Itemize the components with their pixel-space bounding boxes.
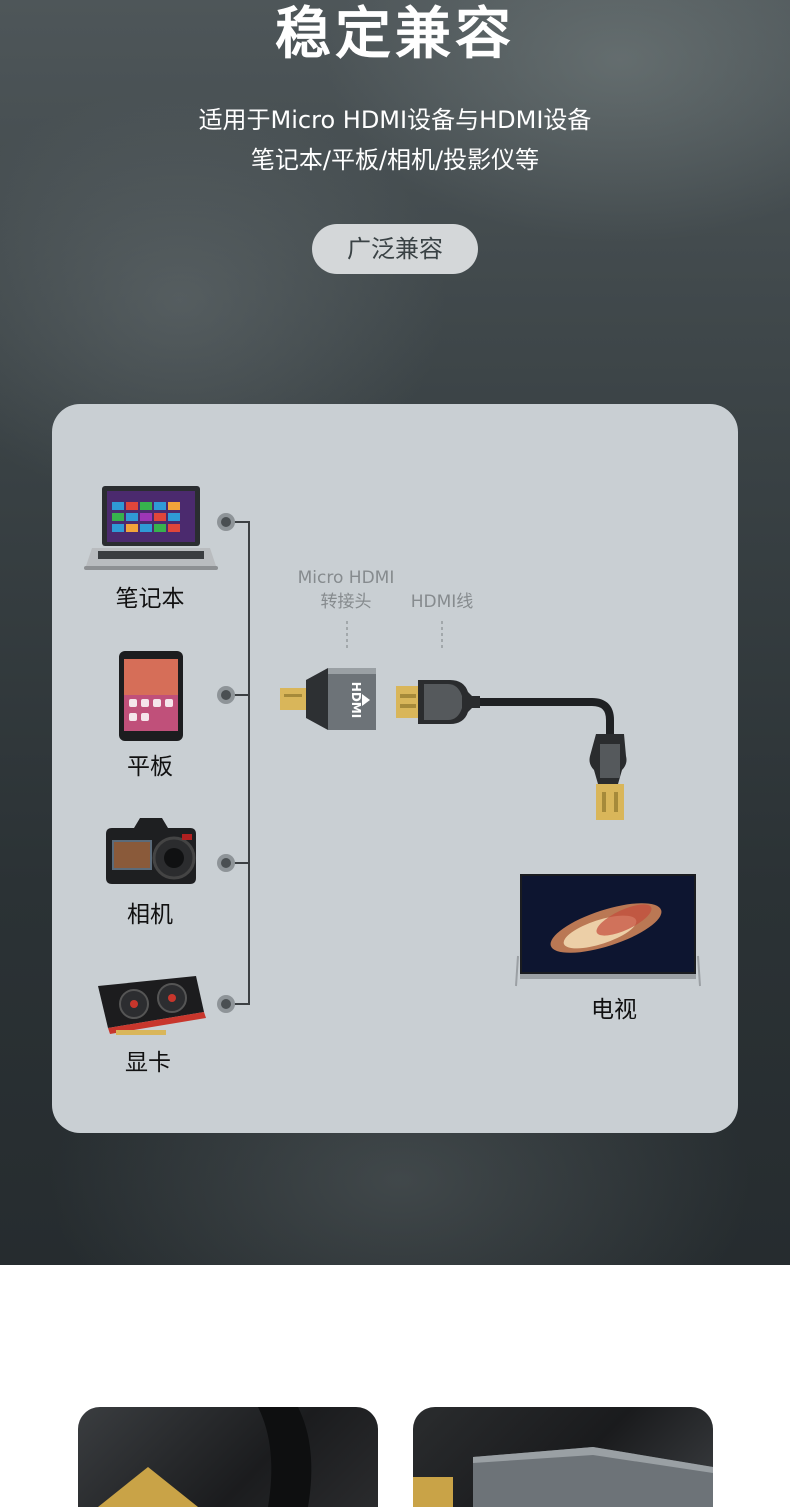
compatibility-diagram-panel: 笔记本 平板 相机 显卡 — [52, 404, 738, 1133]
adapter-label-line-2: 转接头 — [320, 592, 372, 612]
adapter-print-text: HDMI — [349, 682, 363, 718]
camera-icon — [106, 818, 196, 884]
connector-dot-tablet — [221, 690, 231, 700]
device-label-graphics-card: 显卡 — [125, 1050, 171, 1076]
compatibility-badge: 广泛兼容 — [312, 224, 478, 274]
connector-dot-graphics-card — [221, 999, 231, 1009]
product-photo-card-right — [413, 1407, 713, 1507]
product-photo-card-left — [78, 1407, 378, 1507]
laptop-icon — [84, 486, 218, 570]
tv-icon — [515, 874, 701, 987]
adapter-photo — [413, 1447, 713, 1507]
device-label-tablet: 平板 — [127, 754, 173, 780]
gold-connector-photo — [98, 1407, 312, 1507]
page-title: 稳定兼容 — [275, 2, 515, 67]
graphics-card-icon — [98, 976, 206, 1035]
connector-dot-camera — [221, 858, 231, 868]
device-label-tv: 电视 — [591, 997, 637, 1023]
adapter-label-line-1: Micro HDMI — [297, 568, 395, 588]
tablet-icon — [119, 651, 183, 741]
device-label-laptop: 笔记本 — [115, 586, 185, 612]
device-label-camera: 相机 — [127, 902, 173, 928]
cable-label: HDMI线 — [410, 592, 474, 612]
hero-section: 稳定兼容 适用于Micro HDMI设备与HDMI设备 笔记本/平板/相机/投影… — [0, 0, 790, 1265]
micro-hdmi-adapter-icon: HDMI — [280, 668, 376, 730]
subtitle-line-1: 适用于Micro HDMI设备与HDMI设备 — [198, 106, 592, 134]
subtitle-line-2: 笔记本/平板/相机/投影仪等 — [250, 146, 540, 174]
connector-dot-laptop — [221, 517, 231, 527]
hdmi-cable-icon — [396, 680, 627, 820]
